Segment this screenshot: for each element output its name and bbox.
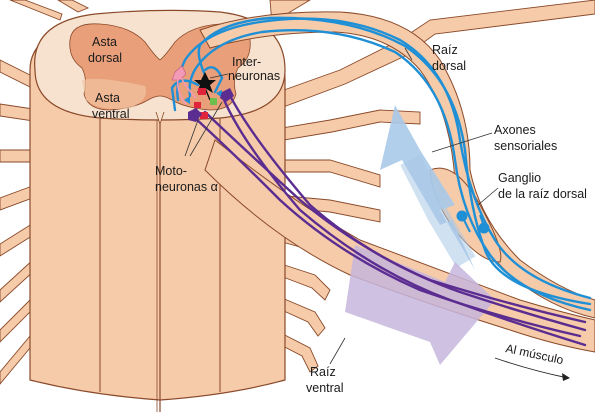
neuron-cells <box>171 65 234 122</box>
green-cell <box>210 98 217 105</box>
ganglion-cells <box>456 210 490 234</box>
purple-motoneuron <box>220 88 234 102</box>
label-motoneurons: Moto- neuronas α <box>155 164 218 194</box>
to-muscle-indicator: Al músculo <box>494 341 570 381</box>
motor-direction-arrow <box>345 245 495 365</box>
purple-motoneuron <box>188 108 202 122</box>
red-cell <box>194 102 201 108</box>
label-to-muscle: Al músculo <box>504 341 565 367</box>
label-ventral-horn: Asta ventral <box>92 91 130 121</box>
label-interneurons: Inter- neuronas <box>228 55 280 83</box>
label-sensory-axons: Axones sensoriales <box>494 123 557 153</box>
pink-interneuron <box>171 65 187 81</box>
label-dorsal-root: Raíz dorsal <box>432 43 466 73</box>
label-dorsal-horn: Asta dorsal <box>88 35 122 65</box>
label-ventral-root: Raíz ventral <box>306 365 344 395</box>
motor-axons <box>193 90 587 347</box>
label-ganglion: Ganglio de la raíz dorsal <box>498 171 587 201</box>
arrow-right-icon <box>494 357 569 379</box>
leader-lines <box>184 47 499 365</box>
red-cell <box>200 112 208 119</box>
sensory-axons <box>170 16 592 312</box>
red-cell <box>198 88 206 95</box>
black-interneuron <box>194 72 216 93</box>
